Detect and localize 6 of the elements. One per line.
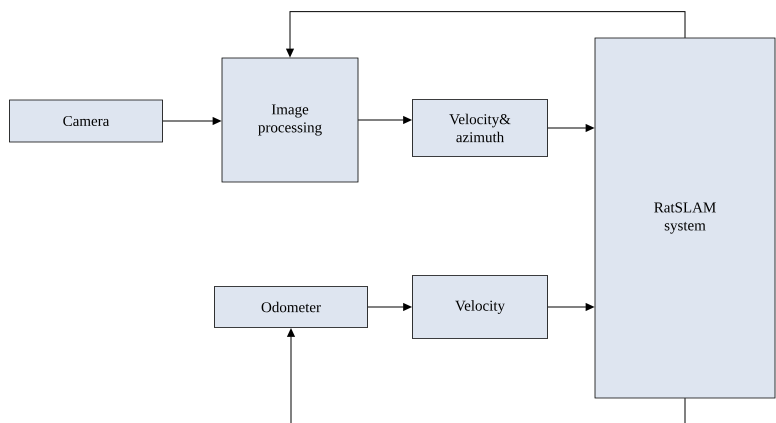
process-box: RatSLAM system [594, 38, 776, 398]
process-box: Velocity& azimuth [412, 99, 548, 157]
process-box: Camera [9, 100, 163, 142]
process-box: Image processing [222, 58, 358, 182]
process-box: Odometer [214, 286, 368, 328]
process-box: Velocity [412, 275, 548, 339]
